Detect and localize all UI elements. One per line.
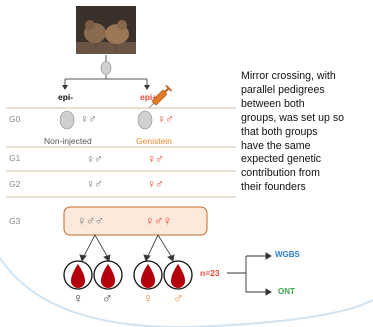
syringe-icon	[149, 84, 173, 108]
g2-right-pair: ♀♂	[147, 177, 164, 191]
output-wgbs: WGBS	[275, 250, 300, 259]
offspring-sex-3: ♀	[143, 290, 154, 306]
offspring-sex-1: ♀	[73, 290, 84, 306]
non-injected-label: Non-injected	[44, 136, 92, 146]
blood-drop-icon	[93, 260, 123, 290]
output-ont: ONT	[278, 287, 295, 296]
offspring-sex-4: ♂	[173, 290, 184, 306]
g2-left-pair: ♀♂	[86, 177, 103, 191]
generation-label-g0: G0	[9, 114, 21, 124]
g3-to-offspring-arrows	[79, 234, 175, 262]
g3-group-box	[63, 206, 208, 236]
egg-icon	[137, 110, 153, 130]
blood-drop-icon	[63, 260, 93, 290]
quail-photo-icon	[76, 6, 136, 54]
g0-right-pair: ♀♂	[157, 112, 174, 126]
g1-left-pair: ♀♂	[86, 152, 103, 166]
blood-drop-icon	[163, 260, 193, 290]
output-connector	[227, 252, 272, 296]
g0-left-pair: ♀♂	[80, 112, 97, 126]
generation-label-g3: G3	[9, 216, 21, 226]
g3-left-group: ♀♂♂	[77, 213, 104, 228]
caption-text: Mirror crossing, with parallel pedigrees…	[241, 70, 345, 194]
blood-drop-icon	[133, 260, 163, 290]
epi-plus-label: epi+	[140, 92, 158, 102]
g3-right-group: ♀♂♀	[145, 213, 172, 228]
egg-icon	[100, 61, 112, 75]
generation-label-g2: G2	[9, 179, 21, 189]
g1-right-pair: ♀♂	[147, 152, 164, 166]
genistein-label: Genistein	[136, 136, 172, 146]
offspring-sex-2: ♂	[102, 290, 113, 306]
sample-size-label: n=23	[200, 268, 220, 278]
egg-icon	[59, 110, 75, 130]
generation-label-g1: G1	[9, 153, 21, 163]
epi-minus-label: epi-	[58, 92, 74, 102]
background-curve	[0, 256, 373, 327]
